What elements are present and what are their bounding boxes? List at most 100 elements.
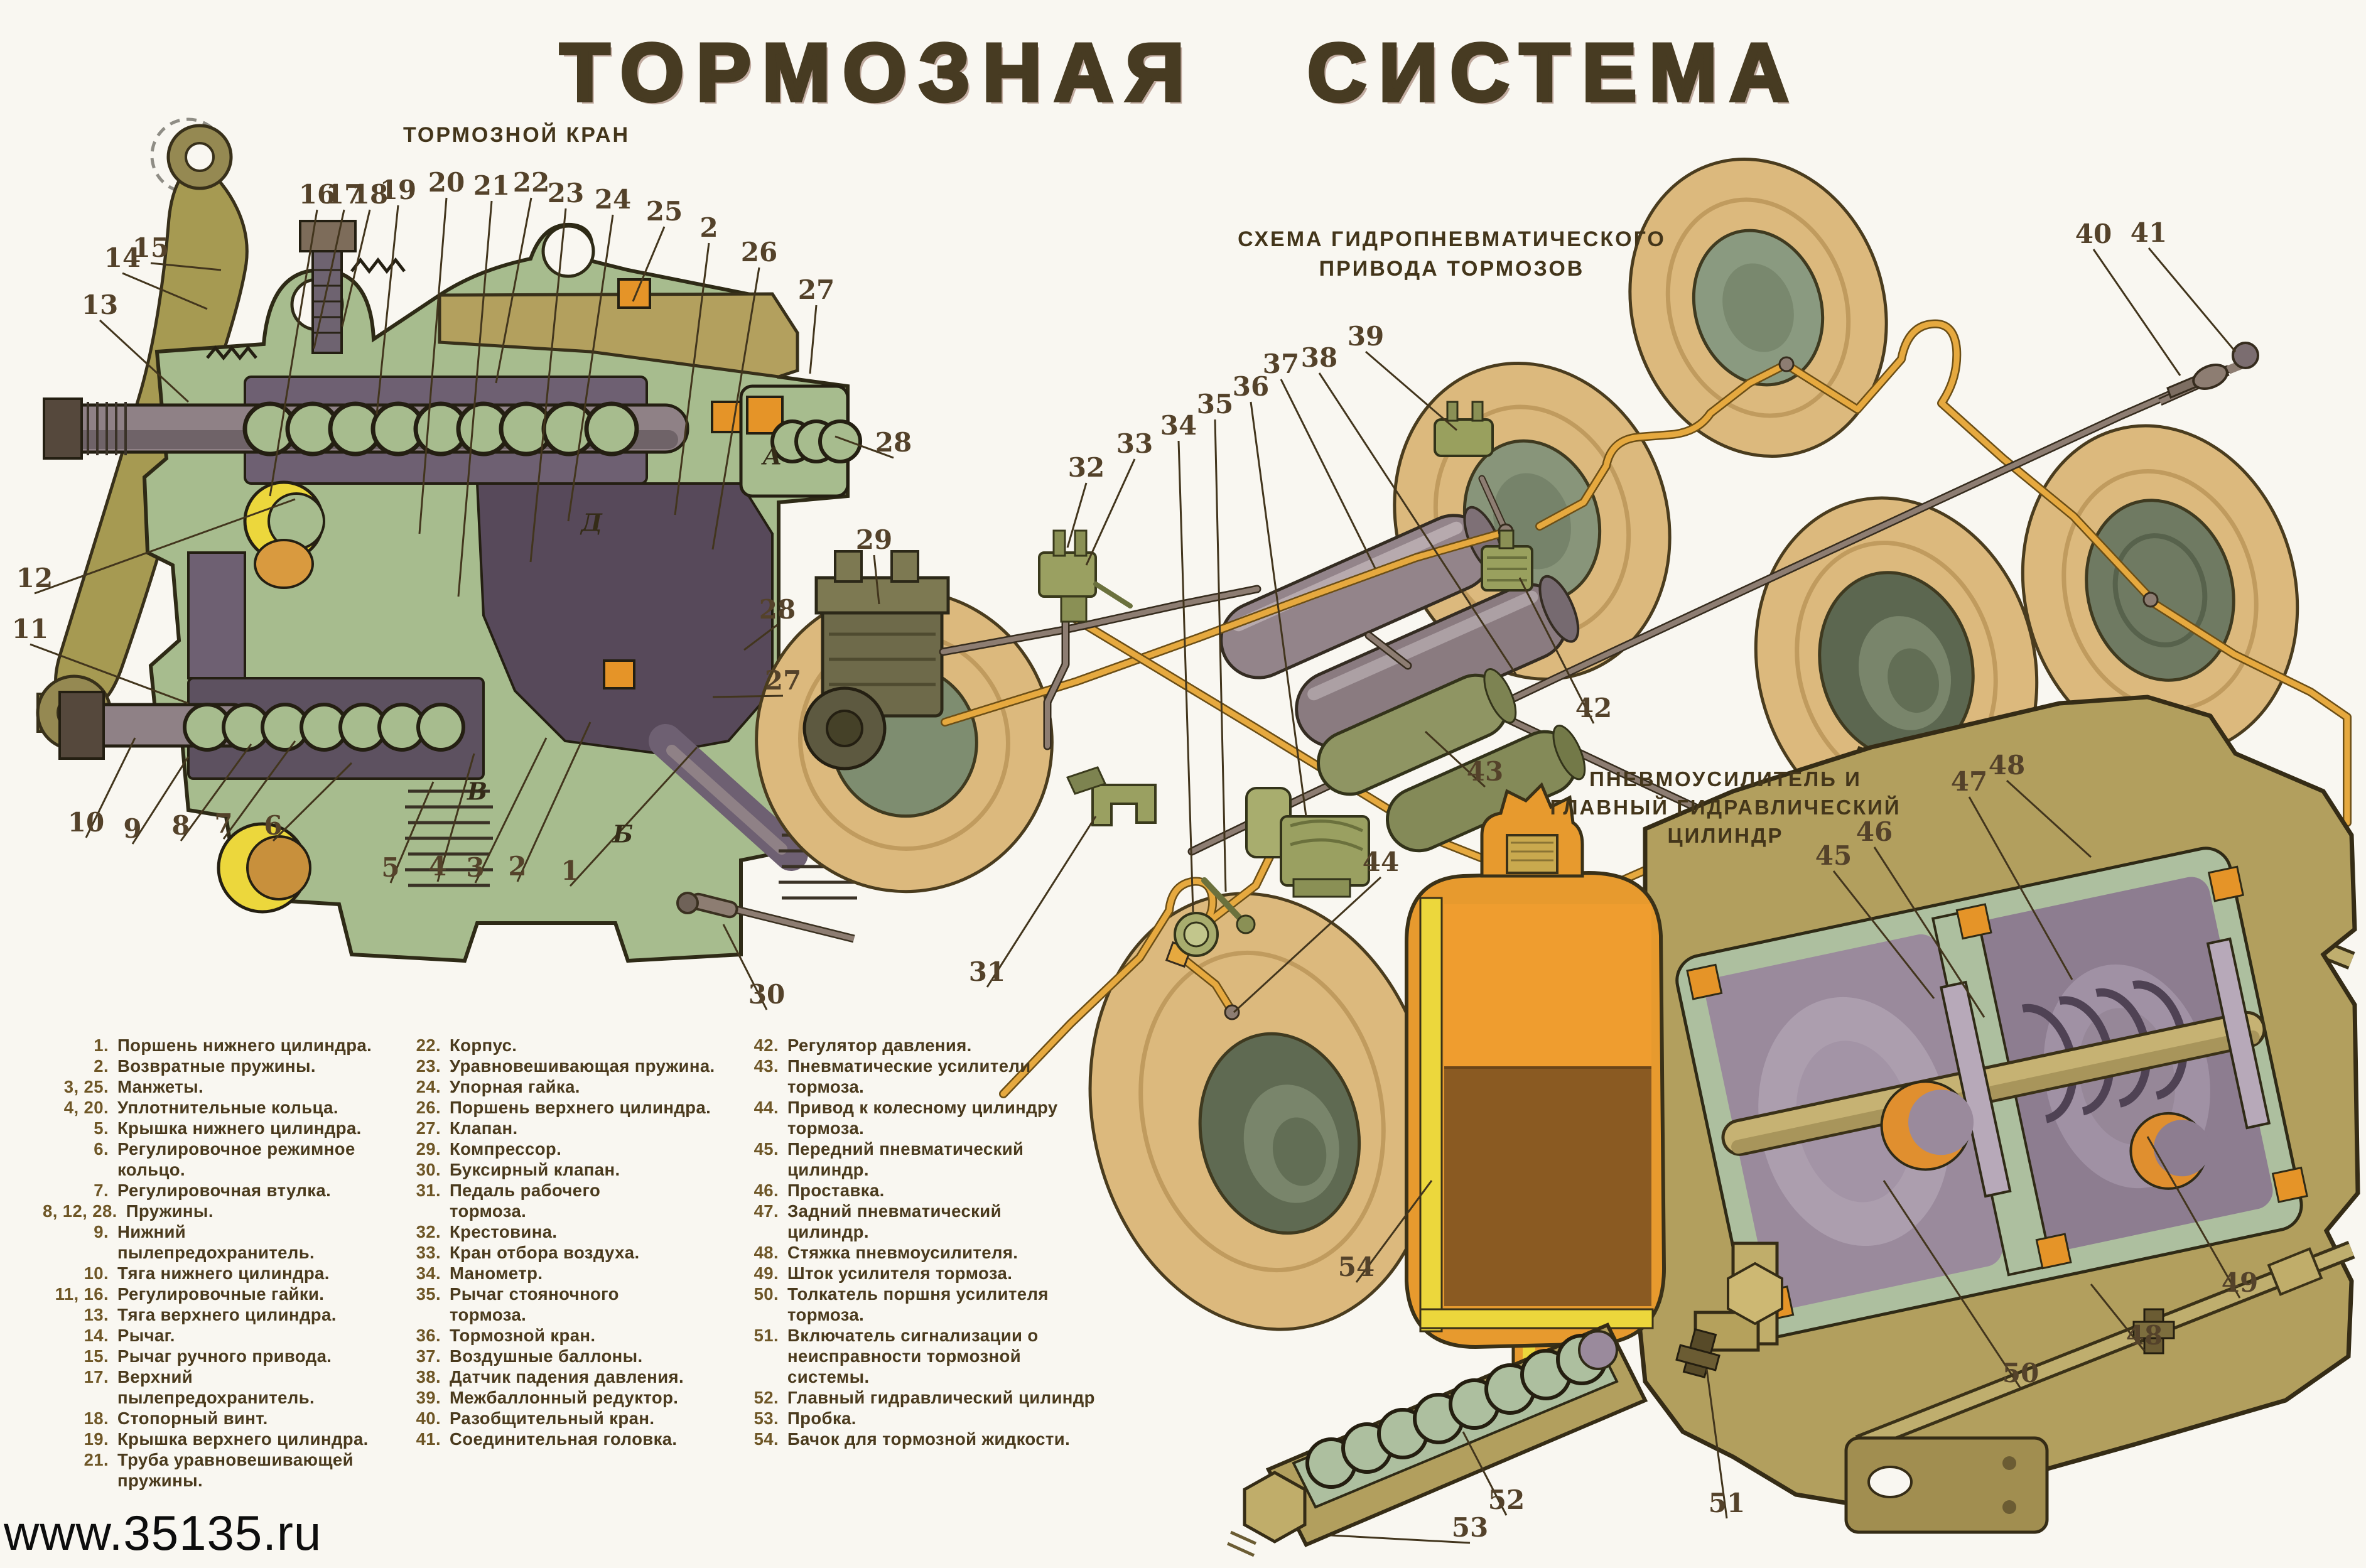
callout-33: 33: [1116, 428, 1153, 460]
legend-item-text: Регулировочная втулка.: [117, 1181, 332, 1200]
legend-item-number: 26.: [416, 1098, 441, 1117]
legend-item-text: Шток усилителя тормоза.: [787, 1263, 1013, 1283]
legend-item: 30.Буксирный клапан.: [370, 1159, 722, 1180]
legend-item-number: 19.: [84, 1429, 109, 1449]
legend-item-text: Педаль рабочего тормоза.: [450, 1181, 601, 1221]
callout-43: 43: [1466, 756, 1504, 787]
pneumatic-boosters: [1317, 668, 1586, 853]
legend-item: 5.Крышка нижнего цилиндра.: [43, 1118, 375, 1138]
legend-item: 29.Компрессор.: [370, 1138, 722, 1159]
legend-item-number: 41.: [416, 1429, 441, 1449]
callout-45: 45: [1815, 840, 1852, 872]
callout-42: 42: [1575, 693, 1612, 724]
legend-item-number: 29.: [416, 1139, 441, 1159]
callout-54: 54: [1337, 1252, 1375, 1283]
legend-item-text: Тяга нижнего цилиндра.: [117, 1263, 330, 1283]
legend-item: 3, 25. Манжеты.: [43, 1076, 375, 1097]
legend-item: 19.Крышка верхнего цилиндра.: [43, 1429, 375, 1449]
callout-46: 46: [1856, 816, 1893, 848]
legend-item-number: 54.: [754, 1429, 779, 1449]
callout-36: 36: [1232, 371, 1270, 403]
legend-item: 24.Упорная гайка.: [370, 1076, 722, 1097]
legend-item: 37.Воздушные баллоны.: [370, 1346, 722, 1366]
legend-item-number: 46.: [754, 1181, 779, 1200]
callout-4: 4: [428, 851, 447, 882]
callout-21: 21: [473, 170, 510, 202]
legend-item-number: 52.: [754, 1388, 779, 1407]
legend-item: 42.Регулятор давления.: [705, 1035, 1106, 1056]
legend-item-number: 36.: [416, 1326, 441, 1345]
callout-13: 13: [81, 289, 119, 321]
legend-item-text: Регулировочные гайки.: [117, 1284, 325, 1304]
callout-10: 10: [67, 807, 105, 838]
callout-39: 39: [1347, 321, 1385, 352]
legend-item: 14.Рычаг.: [43, 1325, 375, 1346]
legend-item-number: 43.: [754, 1056, 779, 1076]
legend-item-number: 32.: [416, 1222, 441, 1241]
legend-item-text: Проставка.: [787, 1181, 885, 1200]
legend-item: 40.Разобщительный кран.: [370, 1408, 722, 1429]
legend-item-number: 4, 20.: [63, 1098, 109, 1117]
legend-item-number: 48.: [754, 1243, 779, 1262]
wheel: [1628, 158, 1888, 458]
legend-item-number: 37.: [416, 1346, 441, 1366]
callout-32: 32: [1067, 452, 1105, 484]
legend-item-number: 8, 12, 28.: [43, 1201, 117, 1221]
callout-22: 22: [512, 167, 550, 198]
legend-item: 27.Клапан.: [370, 1118, 722, 1138]
legend-item-text: Стяжка пневмоусилителя.: [787, 1243, 1018, 1262]
legend-item: 7. Регулировочная втулка.: [43, 1180, 375, 1201]
disconnect-valve-and-head: [2158, 342, 2259, 406]
brake-pedal: [1066, 766, 1157, 826]
legend-item-number: 13.: [84, 1305, 109, 1324]
legend-item: 38.Датчик падения давления.: [370, 1366, 722, 1387]
air-bleed-valve-cluster: [1038, 529, 1133, 623]
legend-item-number: 18.: [84, 1408, 109, 1428]
watermark-url: www.35135.ru: [4, 1505, 322, 1560]
legend-item-text: Манжеты.: [117, 1077, 204, 1096]
legend-item-text: Возвратные пружины.: [117, 1056, 316, 1076]
legend-item-number: 31.: [416, 1181, 441, 1200]
chamber-letter-В: В: [467, 777, 488, 806]
callout-25: 25: [646, 196, 683, 227]
legend-item-number: 39.: [416, 1388, 441, 1407]
legend-item: 52.Главный гидравлический цилиндр: [705, 1387, 1106, 1408]
legend-item-number: 10.: [84, 1263, 109, 1283]
callout-26: 26: [740, 237, 778, 268]
legend-item-text: Кран отбора воздуха.: [450, 1243, 640, 1262]
legend-column-2: 22.Корпус.23.Уравновешивающая пружина.24…: [370, 1035, 722, 1449]
legend-item-number: 3, 25.: [63, 1077, 109, 1096]
legend-item-number: 47.: [754, 1201, 779, 1221]
legend-item-text: Корпус.: [450, 1035, 517, 1055]
legend-item: 53.Пробка.: [705, 1408, 1106, 1429]
legend-item-text: Соединительная головка.: [450, 1429, 678, 1449]
right-spring-housing: [739, 384, 862, 498]
callout-30: 30: [748, 979, 786, 1010]
legend-item: 33.Кран отбора воздуха.: [370, 1242, 722, 1263]
legend-item-number: 21.: [84, 1450, 109, 1469]
legend-item-number: 7.: [94, 1181, 109, 1200]
legend-item: 21.Труба уравновешивающей пружины.: [43, 1449, 375, 1491]
legend-item-number: 2.: [94, 1056, 109, 1076]
callout-24: 24: [594, 184, 632, 215]
mount-plate: [1844, 1436, 2049, 1534]
legend-item-number: 40.: [416, 1408, 441, 1428]
legend-item-number: 44.: [754, 1098, 779, 1117]
callout-19: 19: [379, 175, 417, 206]
legend-item-number: 11, 16.: [55, 1284, 109, 1304]
callout-5: 5: [381, 852, 400, 884]
callout-48: 48: [2126, 1320, 2163, 1351]
legend-item-text: Передний пневматический цилиндр.: [787, 1139, 1024, 1179]
legend-item-text: Поршень нижнего цилиндра.: [117, 1035, 372, 1055]
legend-item: 10. Тяга нижнего цилиндра.: [43, 1263, 375, 1284]
callout-18: 18: [351, 179, 389, 210]
legend-column-3: 42.Регулятор давления.43.Пневматические …: [705, 1035, 1106, 1449]
callout-20: 20: [428, 167, 465, 198]
master-cylinder: [1226, 1322, 1648, 1557]
callout-31: 31: [968, 956, 1006, 988]
legend-item: 4, 20.Уплотнительные кольца.: [43, 1097, 375, 1118]
legend-item: 54.Бачок для тормозной жидкости.: [705, 1429, 1106, 1449]
callout-12: 12: [16, 563, 53, 594]
callout-34: 34: [1160, 410, 1197, 441]
